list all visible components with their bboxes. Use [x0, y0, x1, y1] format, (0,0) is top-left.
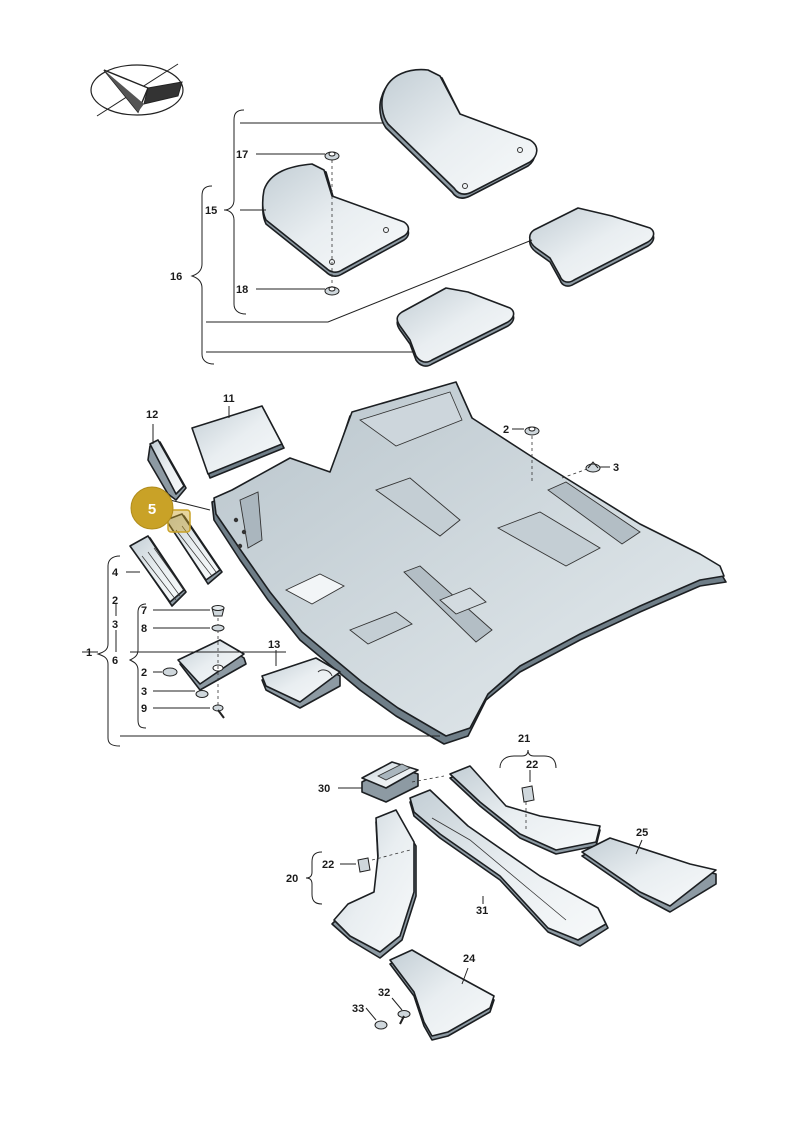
air-ducts-group [305, 749, 717, 1041]
front-floor-mat-left [261, 160, 410, 290]
callout-24: 24 [463, 953, 476, 965]
mat-clip-bottom [324, 286, 340, 296]
highlight-callout-label: 5 [148, 501, 156, 518]
callout-3-top: 3 [613, 462, 619, 474]
direction-logo-icon [90, 63, 184, 117]
callout-1: 1 [86, 647, 92, 659]
callout-21: 21 [518, 733, 530, 745]
duct-connector [361, 761, 419, 803]
floor-cover-plate [261, 657, 341, 709]
washer-8-icon [211, 624, 225, 632]
callout-22-right: 22 [526, 759, 538, 771]
insulation-pad [191, 405, 285, 479]
callout-2-top: 2 [503, 424, 509, 436]
bolt-9-icon [212, 704, 225, 719]
callout-2-lower: 2 [141, 667, 147, 679]
screw-32-icon [397, 1010, 411, 1025]
carpet-clip-3 [585, 461, 601, 473]
side-trim-strip [147, 439, 187, 501]
carpet-clip-2 [524, 426, 540, 436]
front-floor-mat [379, 68, 538, 199]
fastener-7-icon [211, 605, 225, 617]
callout-20: 20 [286, 873, 298, 885]
highlight-callout-5[interactable]: 5 [130, 486, 174, 530]
callout-11: 11 [223, 393, 235, 405]
clip-3-lower-icon [195, 690, 209, 698]
lower-air-duct [389, 949, 495, 1041]
callout-7: 7 [141, 605, 147, 617]
center-air-duct [409, 789, 609, 947]
callout-15: 15 [205, 205, 217, 217]
callout-12: 12 [146, 409, 158, 421]
callout-2-left: 2 [112, 595, 118, 607]
footrest-pad [129, 535, 187, 607]
footrest-pad-highlighted [165, 509, 223, 585]
rear-floor-mat-right [528, 207, 655, 287]
callout-18: 18 [236, 284, 248, 296]
callout-33: 33 [352, 1003, 364, 1015]
callout-6: 6 [112, 655, 118, 667]
callout-4: 4 [112, 567, 119, 579]
callout-16: 16 [170, 271, 182, 283]
callout-30: 30 [318, 783, 330, 795]
left-air-duct [331, 809, 417, 959]
nut-33-icon [374, 1020, 388, 1030]
callout-13: 13 [268, 639, 280, 651]
clip-2-lower-icon [162, 667, 178, 677]
callout-25: 25 [636, 827, 648, 839]
floor-mats-group [190, 68, 655, 367]
duct-clip-22-left [357, 857, 371, 873]
right-air-duct [449, 765, 601, 855]
callout-17: 17 [236, 149, 248, 161]
callout-3-lower: 3 [141, 686, 147, 698]
callout-9: 9 [141, 703, 147, 715]
mat-clip-top [324, 151, 340, 161]
callout-8: 8 [141, 623, 147, 635]
rear-floor-mat-left [396, 287, 515, 367]
rear-air-duct [581, 837, 717, 913]
callout-32: 32 [378, 987, 390, 999]
access-cover-plate [177, 612, 247, 710]
duct-clip-22-right [521, 785, 535, 803]
callout-31: 31 [476, 905, 488, 917]
floor-carpet-main [211, 381, 727, 745]
callout-22-left: 22 [322, 859, 334, 871]
callout-3-left: 3 [112, 619, 118, 631]
